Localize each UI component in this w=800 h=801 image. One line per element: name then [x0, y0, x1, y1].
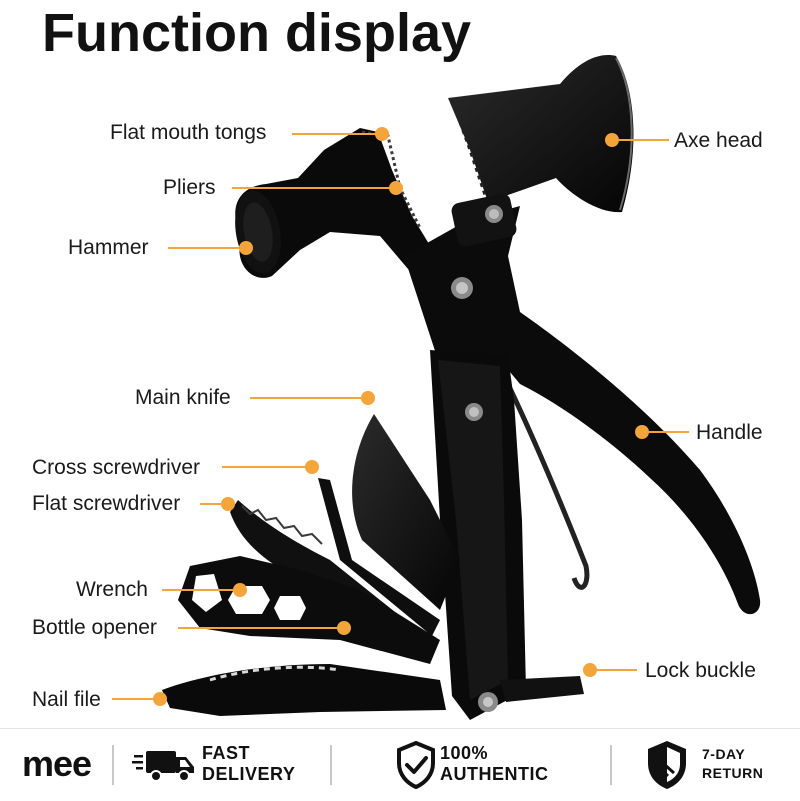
leader-lock-buckle: [597, 669, 637, 671]
leader-main-knife: [250, 397, 362, 399]
return-text: 7-DAY RETURN: [702, 745, 763, 783]
label-axe-head: Axe head: [674, 129, 763, 152]
label-flat-screwdriver: Flat screwdriver: [32, 492, 181, 515]
grip-shape: [430, 350, 584, 720]
marker-hammer: [239, 241, 253, 255]
leader-bottle-opener: [178, 627, 338, 629]
marker-axe-head: [605, 133, 619, 147]
divider: [610, 745, 612, 785]
leader-wrench: [162, 589, 234, 591]
authentic-line-1: 100%: [440, 743, 489, 763]
marker-pliers: [389, 181, 403, 195]
brand-logo: mee: [22, 743, 92, 784]
divider: [330, 745, 332, 785]
label-hammer: Hammer: [68, 236, 149, 259]
leader-hammer: [168, 247, 240, 249]
leader-flat-mouth-tongs: [292, 133, 376, 135]
label-wrench: Wrench: [76, 578, 148, 601]
marker-main-knife: [361, 391, 375, 405]
page-title: Function display: [42, 3, 472, 63]
marker-lock-buckle: [583, 663, 597, 677]
marker-cross-screwdriver: [305, 460, 319, 474]
label-cross-screwdriver: Cross screwdriver: [32, 456, 201, 479]
leader-axe-head: [619, 139, 669, 141]
trust-footer: mee FAST DELIVERY 100% AUTHENTIC 7-DAY R…: [0, 728, 800, 801]
authentic-line-2: AUTHENTIC: [440, 764, 549, 784]
shield-check-icon: [397, 741, 435, 789]
return-line-1: 7-DAY: [702, 746, 746, 762]
label-main-knife: Main knife: [135, 386, 231, 409]
fast-delivery-text: FAST DELIVERY: [202, 743, 295, 785]
marker-bottle-opener: [337, 621, 351, 635]
marker-flat-mouth-tongs: [375, 127, 389, 141]
leader-flat-screwdriver: [200, 503, 222, 505]
shield-return-icon: [648, 741, 686, 789]
label-lock-buckle: Lock buckle: [645, 659, 756, 682]
label-flat-mouth-tongs: Flat mouth tongs: [110, 121, 267, 144]
leader-nail-file: [112, 698, 154, 700]
marker-nail-file: [153, 692, 167, 706]
fast-delivery-line-2: DELIVERY: [202, 764, 296, 784]
divider: [112, 745, 114, 785]
axe-head-shape: [448, 55, 634, 213]
label-pliers: Pliers: [163, 176, 216, 199]
fast-delivery-line-1: FAST: [202, 743, 251, 763]
marker-wrench: [233, 583, 247, 597]
label-nail-file: Nail file: [32, 688, 101, 711]
leader-pliers: [232, 187, 390, 189]
label-handle: Handle: [696, 421, 763, 444]
label-bottle-opener: Bottle opener: [32, 616, 157, 639]
body-handle-shape: [404, 193, 761, 615]
marker-flat-screwdriver: [221, 497, 235, 511]
truck-icon: [132, 751, 194, 782]
marker-handle: [635, 425, 649, 439]
return-line-2: RETURN: [702, 765, 764, 781]
leader-cross-screwdriver: [222, 466, 306, 468]
authentic-text: 100% AUTHENTIC: [440, 743, 549, 785]
leader-handle: [649, 431, 689, 433]
